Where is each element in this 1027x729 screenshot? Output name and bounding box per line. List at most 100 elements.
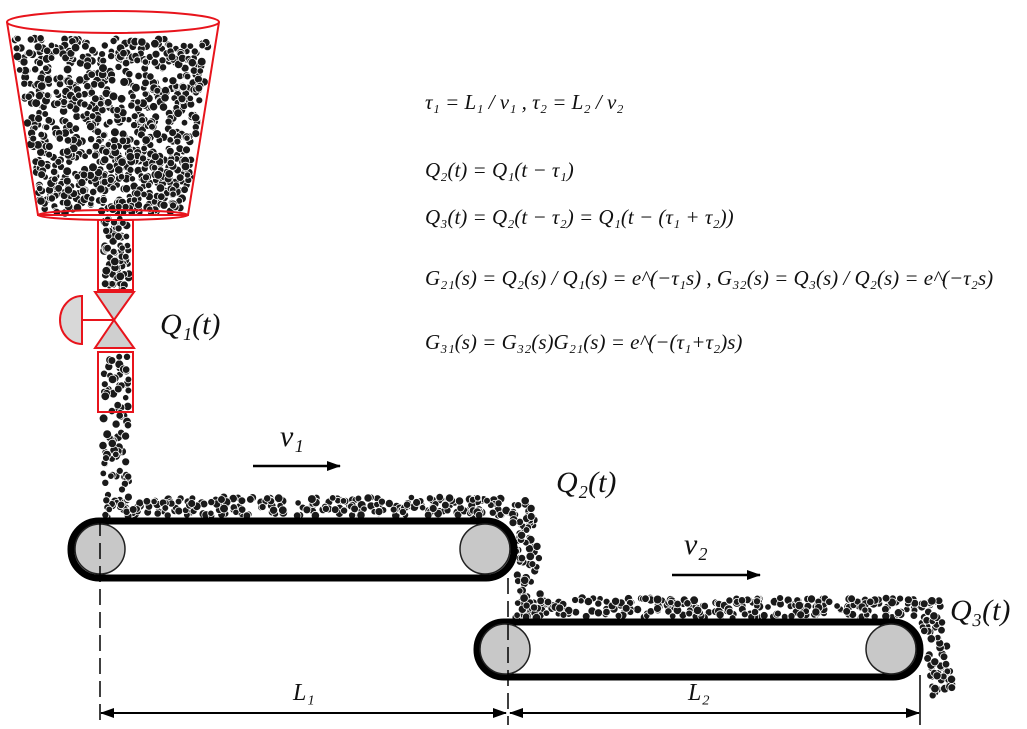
- particle: [138, 38, 146, 46]
- particle: [118, 158, 127, 167]
- particle: [279, 506, 288, 515]
- particle: [16, 67, 23, 74]
- particle: [208, 510, 214, 516]
- particle: [693, 606, 702, 615]
- particle: [129, 506, 137, 514]
- particle: [180, 83, 188, 91]
- belt1-material: [102, 493, 513, 520]
- particle: [116, 412, 123, 419]
- particle: [88, 71, 96, 79]
- particle: [142, 136, 151, 145]
- particle: [119, 137, 127, 145]
- particle: [208, 499, 215, 506]
- particle: [537, 597, 545, 605]
- particle: [44, 75, 52, 83]
- particle: [862, 607, 868, 613]
- particle: [129, 176, 135, 182]
- particle: [544, 598, 552, 606]
- particle: [741, 611, 748, 618]
- particle: [197, 68, 204, 75]
- v1-label: v₁: [280, 420, 304, 454]
- particle: [274, 494, 283, 503]
- particle: [533, 542, 541, 550]
- particle: [131, 197, 137, 203]
- particle: [726, 608, 733, 615]
- particle: [99, 106, 106, 113]
- particle: [684, 600, 691, 607]
- particle: [403, 501, 410, 508]
- particle: [154, 171, 163, 180]
- particle: [43, 124, 50, 131]
- equation-transfer-functions: G₂₁(s) = Q₂(s) / Q₁(s) = e^(−τ₁s) , G₃₂(…: [425, 266, 993, 291]
- l1-label: L₁: [293, 680, 315, 707]
- particle: [594, 609, 602, 617]
- particle: [509, 519, 517, 527]
- particle: [123, 353, 130, 360]
- particle: [100, 57, 107, 64]
- particle: [48, 195, 55, 202]
- particle: [115, 225, 122, 232]
- particle: [145, 182, 152, 189]
- particle: [931, 658, 939, 666]
- particle: [110, 248, 117, 255]
- particle: [108, 357, 116, 365]
- particle: [560, 611, 567, 618]
- particle: [143, 498, 151, 506]
- particle: [175, 507, 183, 515]
- particle: [192, 130, 200, 138]
- particle: [128, 102, 135, 109]
- particle: [92, 95, 100, 103]
- particle: [74, 173, 81, 180]
- particle: [115, 166, 124, 175]
- particle: [556, 604, 564, 612]
- particle: [701, 602, 709, 610]
- particle: [100, 470, 107, 477]
- particle: [247, 496, 255, 504]
- particle: [52, 47, 60, 55]
- particle: [110, 185, 117, 192]
- particle: [102, 479, 109, 486]
- particle: [118, 174, 125, 181]
- particle: [159, 57, 166, 64]
- particle: [797, 611, 805, 619]
- particle: [117, 95, 126, 104]
- particle: [83, 62, 91, 70]
- particle: [654, 605, 662, 613]
- equation-tau: τ₁ = L₁ / v₁ , τ₂ = L₂ / v₂: [425, 90, 624, 115]
- particle: [119, 245, 125, 251]
- particle: [162, 77, 168, 83]
- particle: [141, 191, 148, 198]
- particle: [843, 608, 851, 616]
- particle: [113, 451, 120, 458]
- particle: [134, 190, 141, 197]
- particle: [111, 128, 120, 137]
- particle: [329, 495, 336, 502]
- particle: [99, 441, 107, 449]
- q2-label: Q₂(t): [556, 466, 616, 500]
- particle: [112, 420, 120, 428]
- particle: [484, 497, 491, 504]
- particle: [183, 146, 191, 154]
- particle: [103, 497, 110, 504]
- particle: [442, 501, 450, 509]
- particle: [904, 596, 912, 604]
- particle: [529, 561, 536, 568]
- particle: [765, 604, 772, 611]
- particle: [264, 495, 271, 502]
- particle: [399, 508, 406, 515]
- particle: [46, 151, 53, 158]
- valve: [60, 292, 134, 348]
- particle: [13, 45, 20, 52]
- particle: [63, 65, 72, 74]
- particle: [32, 66, 39, 73]
- particle: [948, 684, 956, 692]
- particle: [495, 500, 502, 507]
- particle: [530, 604, 537, 611]
- particle: [75, 92, 82, 99]
- particle: [71, 43, 80, 52]
- particle: [184, 172, 190, 178]
- particle: [122, 366, 130, 374]
- particle: [238, 497, 246, 505]
- v2-label: v₂: [684, 528, 708, 562]
- particle: [89, 163, 98, 172]
